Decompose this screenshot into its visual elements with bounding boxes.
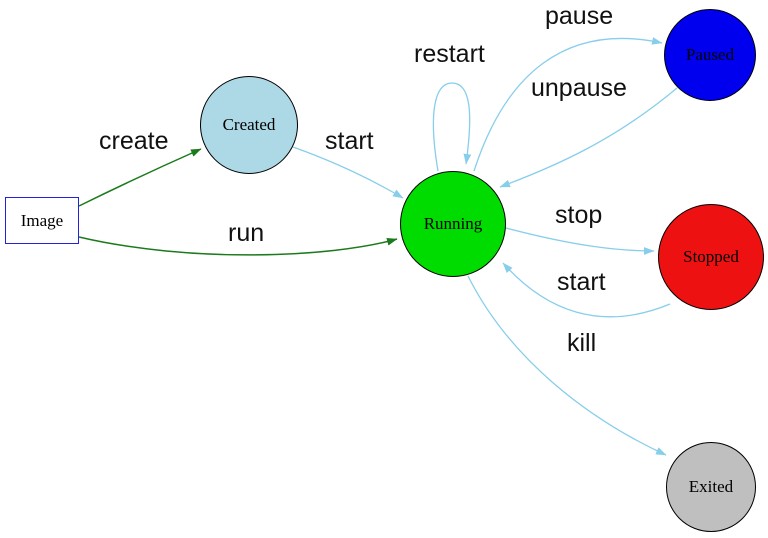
edge-label-kill: kill xyxy=(567,329,597,357)
node-label-exited: Exited xyxy=(688,477,734,496)
node-label-created: Created xyxy=(222,115,276,134)
node-image: Image xyxy=(5,197,79,244)
edge-label-restart: restart xyxy=(414,40,485,68)
edge-create-arrow xyxy=(78,148,202,207)
edge-start-arrow xyxy=(292,146,404,199)
edge-label-start2: start xyxy=(557,268,606,296)
node-exited: Exited xyxy=(666,442,756,532)
node-label-stopped: Stopped xyxy=(683,247,739,266)
edge-label-start: start xyxy=(325,127,374,155)
edge-unpause-arrow xyxy=(499,87,678,188)
node-stopped: Stopped xyxy=(658,204,764,310)
edge-restart-arrow xyxy=(432,82,472,172)
edge-label-stop: stop xyxy=(555,201,603,229)
edge-start2-arrow xyxy=(502,262,671,318)
edge-stop-arrow xyxy=(505,227,655,255)
node-label-running: Running xyxy=(423,214,483,233)
edge-label-create: create xyxy=(99,127,169,155)
edge-kill-arrow xyxy=(467,275,667,456)
node-paused: Paused xyxy=(664,9,756,101)
edge-label-run: run xyxy=(228,219,265,247)
node-created: Created xyxy=(200,76,298,174)
node-label-paused: Paused xyxy=(685,45,735,64)
edge-label-pause: pause xyxy=(545,2,614,30)
edge-pause-arrow xyxy=(473,37,663,172)
node-label-image: Image xyxy=(20,210,64,230)
node-running: Running xyxy=(400,171,506,277)
edge-run-arrow xyxy=(78,236,398,256)
edge-label-unpause: unpause xyxy=(531,74,627,102)
